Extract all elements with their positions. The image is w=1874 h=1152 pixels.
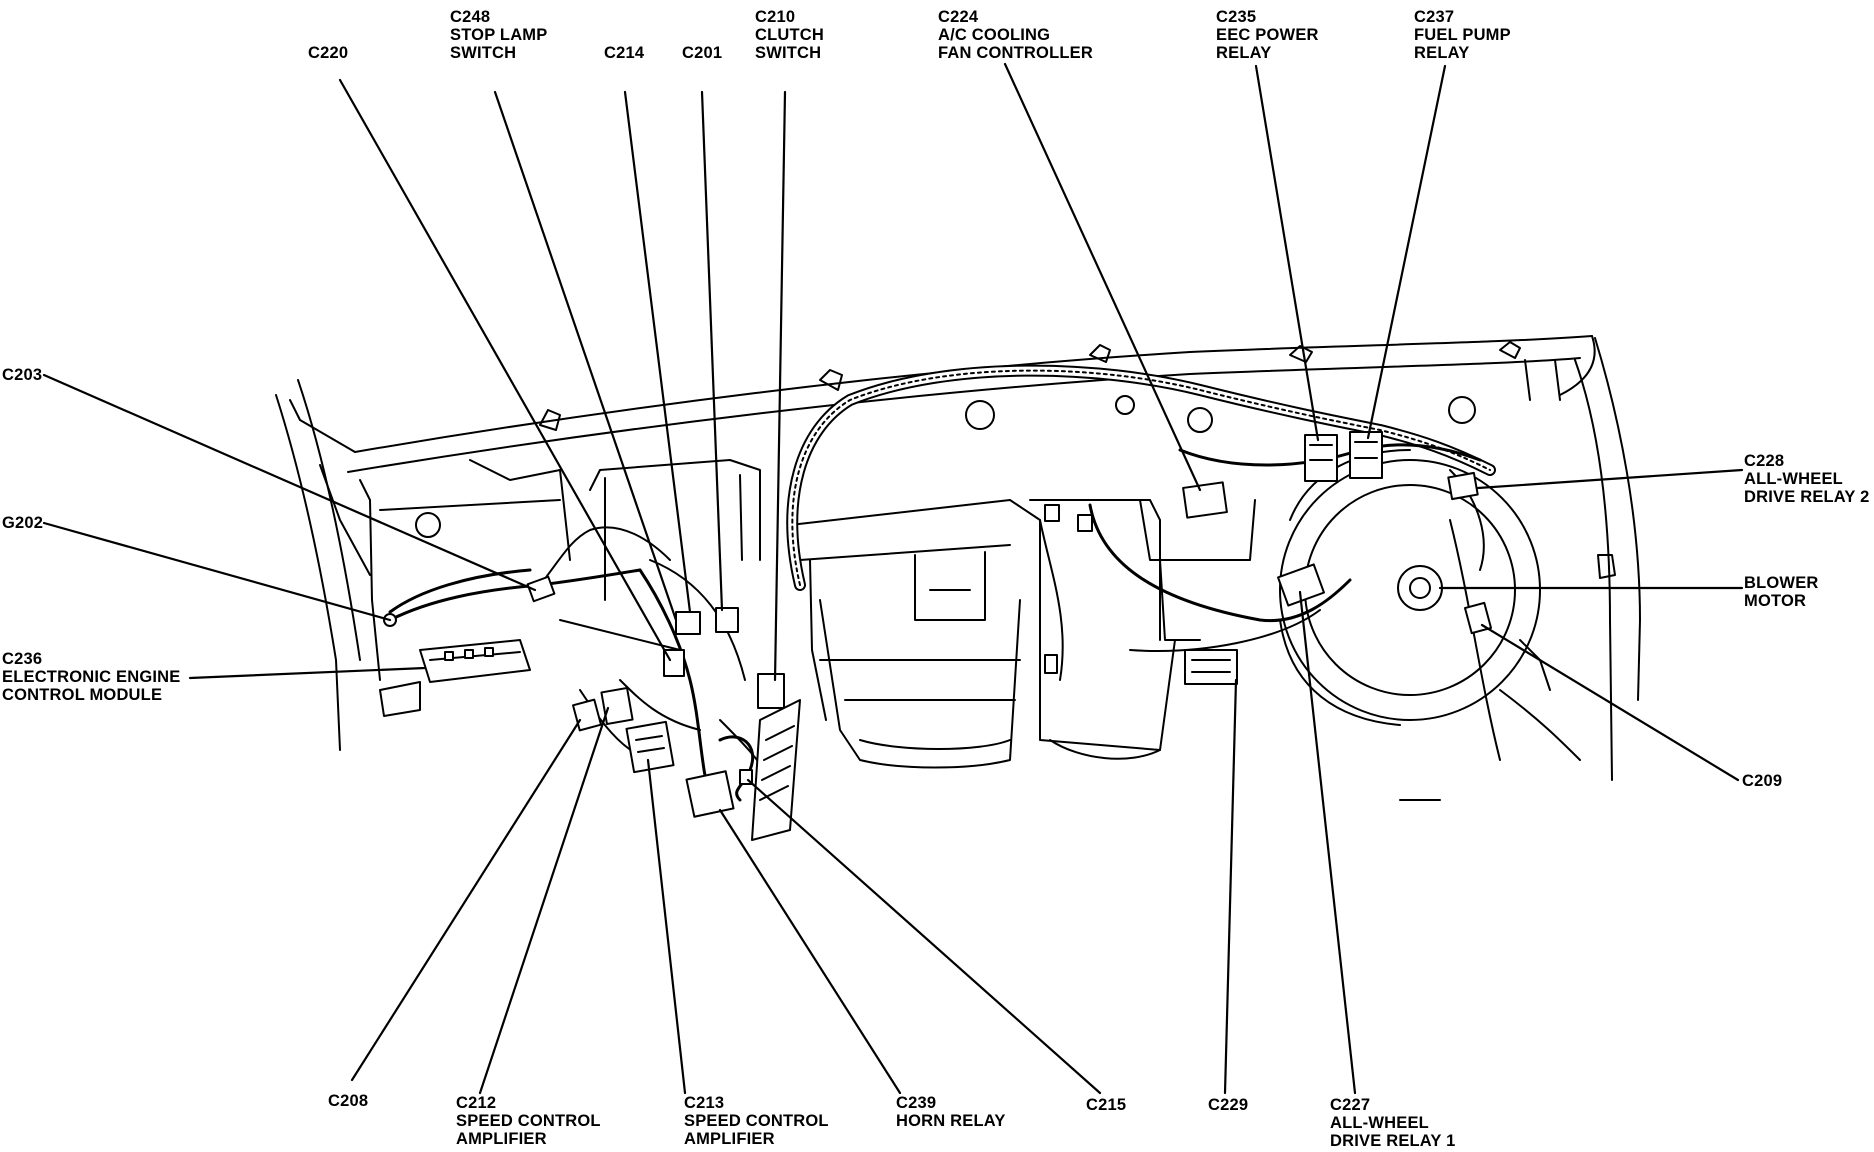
c203-code: C203 [2,366,43,384]
c213-code: C213 [684,1094,725,1112]
leader-c237 [1366,64,1447,440]
label-c228: C228 ALL-WHEEL DRIVE RELAY 2 [1744,452,1869,506]
c208-code: C208 [328,1092,369,1110]
label-g202: G202 [2,514,43,532]
c224-line2: FAN CONTROLLER [938,44,1093,62]
c228-code: C228 [1744,452,1785,470]
leader-c235 [1254,64,1320,442]
c214-code: C214 [604,44,645,62]
c235-line2: RELAY [1216,44,1272,62]
c227-line2: DRIVE RELAY 1 [1330,1132,1456,1150]
c213-line2: AMPLIFIER [684,1130,775,1148]
c210-line1: CLUTCH [755,26,825,44]
c224-line1: A/C COOLING [938,26,1051,44]
instrument-panel-outline [275,335,1641,801]
g202-code: G202 [2,514,44,532]
c210-line2: SWITCH [755,44,822,62]
c236-code: C236 [2,650,43,668]
label-c248: C248 STOP LAMP SWITCH [450,8,547,62]
c227-code: C227 [1330,1096,1371,1114]
c237-code: C237 [1414,8,1455,26]
c212-line2: AMPLIFIER [456,1130,547,1148]
c235-line1: EEC POWER [1216,26,1319,44]
leader-c209 [1480,623,1740,782]
c236-line1: ELECTRONIC ENGINE [2,668,181,686]
c236-line2: CONTROL MODULE [2,686,163,704]
label-c224: C224 A/C COOLING FAN CONTROLLER [938,8,1093,62]
c215-code: C215 [1086,1096,1127,1114]
c220-code: C220 [308,44,349,62]
c209-code: C209 [1742,772,1783,790]
c227-line1: ALL-WHEEL [1330,1114,1429,1132]
c228-line2: DRIVE RELAY 2 [1744,488,1870,506]
label-c239: C239 HORN RELAY [896,1094,1006,1130]
c229-code: C229 [1208,1096,1249,1114]
label-blower-motor: BLOWER MOTOR [1744,574,1819,610]
leader-c248 [493,90,678,622]
c212-line1: SPEED CONTROL [456,1112,601,1130]
label-c212: C212 SPEED CONTROL AMPLIFIER [456,1094,601,1148]
label-c237: C237 FUEL PUMP RELAY [1414,8,1511,62]
c237-line2: RELAY [1414,44,1470,62]
label-c229: C229 [1208,1096,1248,1114]
c228-line1: ALL-WHEEL [1744,470,1843,488]
components [379,431,1493,841]
blower-line2: MOTOR [1744,592,1807,610]
c248-code: C248 [450,8,491,26]
label-c213: C213 SPEED CONTROL AMPLIFIER [684,1094,829,1148]
leader-g202 [42,521,392,622]
label-c201: C201 [682,44,722,62]
label-c220: C220 [308,44,348,62]
label-c209: C209 [1742,772,1782,790]
c213-line1: SPEED CONTROL [684,1112,829,1130]
leader-c201 [700,90,724,612]
label-c215: C215 [1086,1096,1126,1114]
leader-c203 [42,373,537,592]
main-harness [388,364,1496,802]
leader-c214 [623,90,692,614]
leader-lines [42,62,1744,1095]
leader-c220 [338,78,672,662]
leader-c224 [1003,62,1202,492]
label-c208: C208 [328,1092,368,1110]
label-c210: C210 CLUTCH SWITCH [755,8,824,62]
ecm-body [419,639,531,683]
c239-code: C239 [896,1094,937,1112]
c239-line1: HORN RELAY [896,1112,1006,1130]
leader-c228 [1476,468,1744,490]
label-c227: C227 ALL-WHEEL DRIVE RELAY 1 [1330,1096,1455,1150]
leader-c227 [1298,590,1357,1095]
leader-c213 [646,758,687,1095]
c248-line2: SWITCH [450,44,517,62]
label-c214: C214 [604,44,644,62]
c210-code: C210 [755,8,796,26]
c201-code: C201 [682,44,723,62]
leader-c229 [1223,678,1238,1095]
leader-c208 [350,718,582,1082]
blower-line1: BLOWER [1744,574,1819,592]
c248-line1: STOP LAMP [450,26,548,44]
c237-line1: FUEL PUMP [1414,26,1511,44]
leader-c210 [773,90,787,682]
leader-c212 [478,706,610,1095]
leader-c215 [746,778,1102,1095]
label-c203: C203 [2,366,42,384]
label-c236: C236 ELECTRONIC ENGINE CONTROL MODULE [2,650,181,704]
leader-c239 [718,808,902,1095]
c224-code: C224 [938,8,979,26]
c235-code: C235 [1216,8,1257,26]
label-c235: C235 EEC POWER RELAY [1216,8,1319,62]
c212-code: C212 [456,1094,497,1112]
leader-c236 [188,666,427,680]
